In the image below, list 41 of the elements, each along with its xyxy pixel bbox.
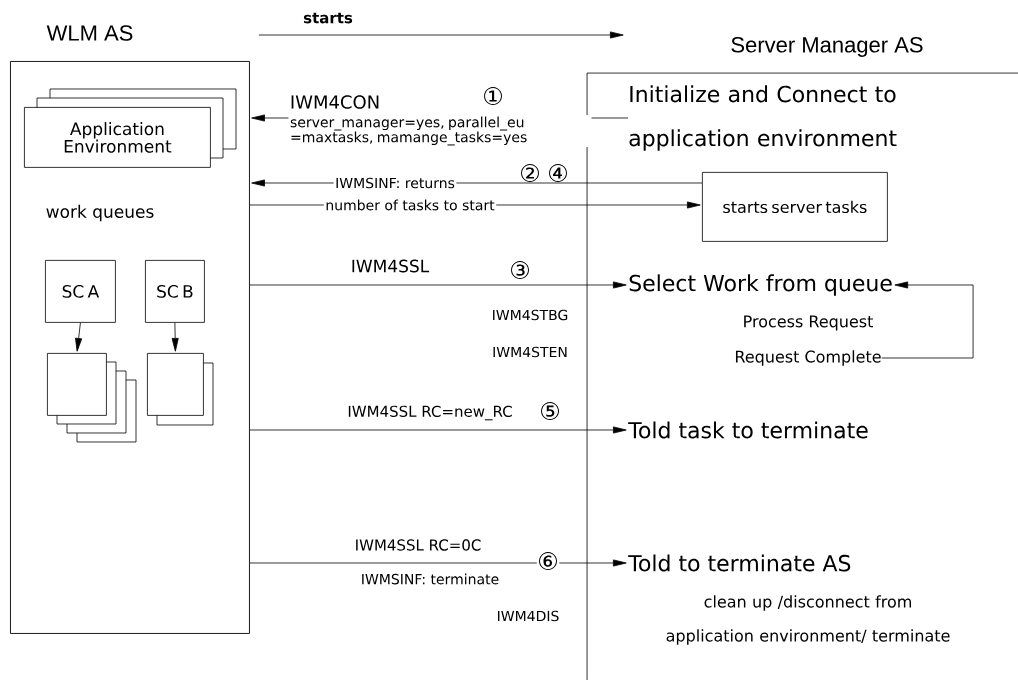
step-number: ⑥ bbox=[536, 551, 560, 571]
step-text: Told task to terminate bbox=[628, 421, 868, 439]
edge-label: IWM4SSL RC=0C bbox=[353, 537, 483, 553]
step-number: ② bbox=[521, 164, 539, 182]
edge-label: IWMSINF: returns bbox=[333, 176, 457, 190]
call-name: IWM4DIS bbox=[498, 610, 559, 622]
call-name: IWM4STEN bbox=[493, 346, 567, 358]
box-label: work queues bbox=[46, 204, 154, 222]
step-text: clean up /disconnect from application environment/ terminate bbox=[666, 595, 950, 645]
arrow bbox=[249, 281, 627, 289]
arrow bbox=[171, 322, 179, 352]
heading: Server Manager AS bbox=[731, 37, 923, 57]
queue-stack bbox=[47, 353, 137, 443]
step-text: Initialize and Connect to application environment bbox=[629, 85, 897, 151]
process-box: starts server tasks bbox=[702, 172, 888, 242]
heading: WLM AS bbox=[46, 25, 133, 41]
call-name: IWM4STBG bbox=[493, 309, 568, 321]
arrow bbox=[75, 322, 83, 352]
edge-label: IWM4SSL bbox=[349, 258, 431, 274]
step-text: Told to terminate AS bbox=[628, 554, 851, 572]
step-text: Request Complete bbox=[736, 350, 881, 366]
arrow bbox=[249, 426, 627, 434]
stacked-box: Application Environment bbox=[24, 88, 237, 168]
arrow bbox=[881, 281, 974, 359]
step-text: Select Work from queue bbox=[629, 274, 892, 296]
step-number: ⑤ bbox=[541, 402, 559, 420]
step-text: Process Request bbox=[744, 315, 873, 331]
arrow bbox=[258, 31, 624, 39]
call-name: IWM4CON bbox=[291, 95, 379, 109]
class-box: SC A bbox=[45, 260, 116, 323]
step-number: ④ bbox=[549, 164, 567, 182]
queue-stack bbox=[147, 353, 214, 426]
edge-label: starts bbox=[301, 11, 355, 25]
class-box: SC B bbox=[145, 260, 205, 323]
edge-label: number of tasks to start bbox=[323, 198, 497, 212]
step-number: ③ bbox=[511, 261, 529, 279]
step-number: ① bbox=[484, 87, 502, 105]
edge-label: IWM4SSL RC=new_RC bbox=[345, 404, 515, 422]
call-name: IWMSINF: terminate bbox=[362, 573, 499, 585]
edge-label: server_manager=yes, parallel_eu =maxtasks, mamange_tasks=yes bbox=[288, 115, 592, 147]
arrow bbox=[249, 559, 627, 567]
